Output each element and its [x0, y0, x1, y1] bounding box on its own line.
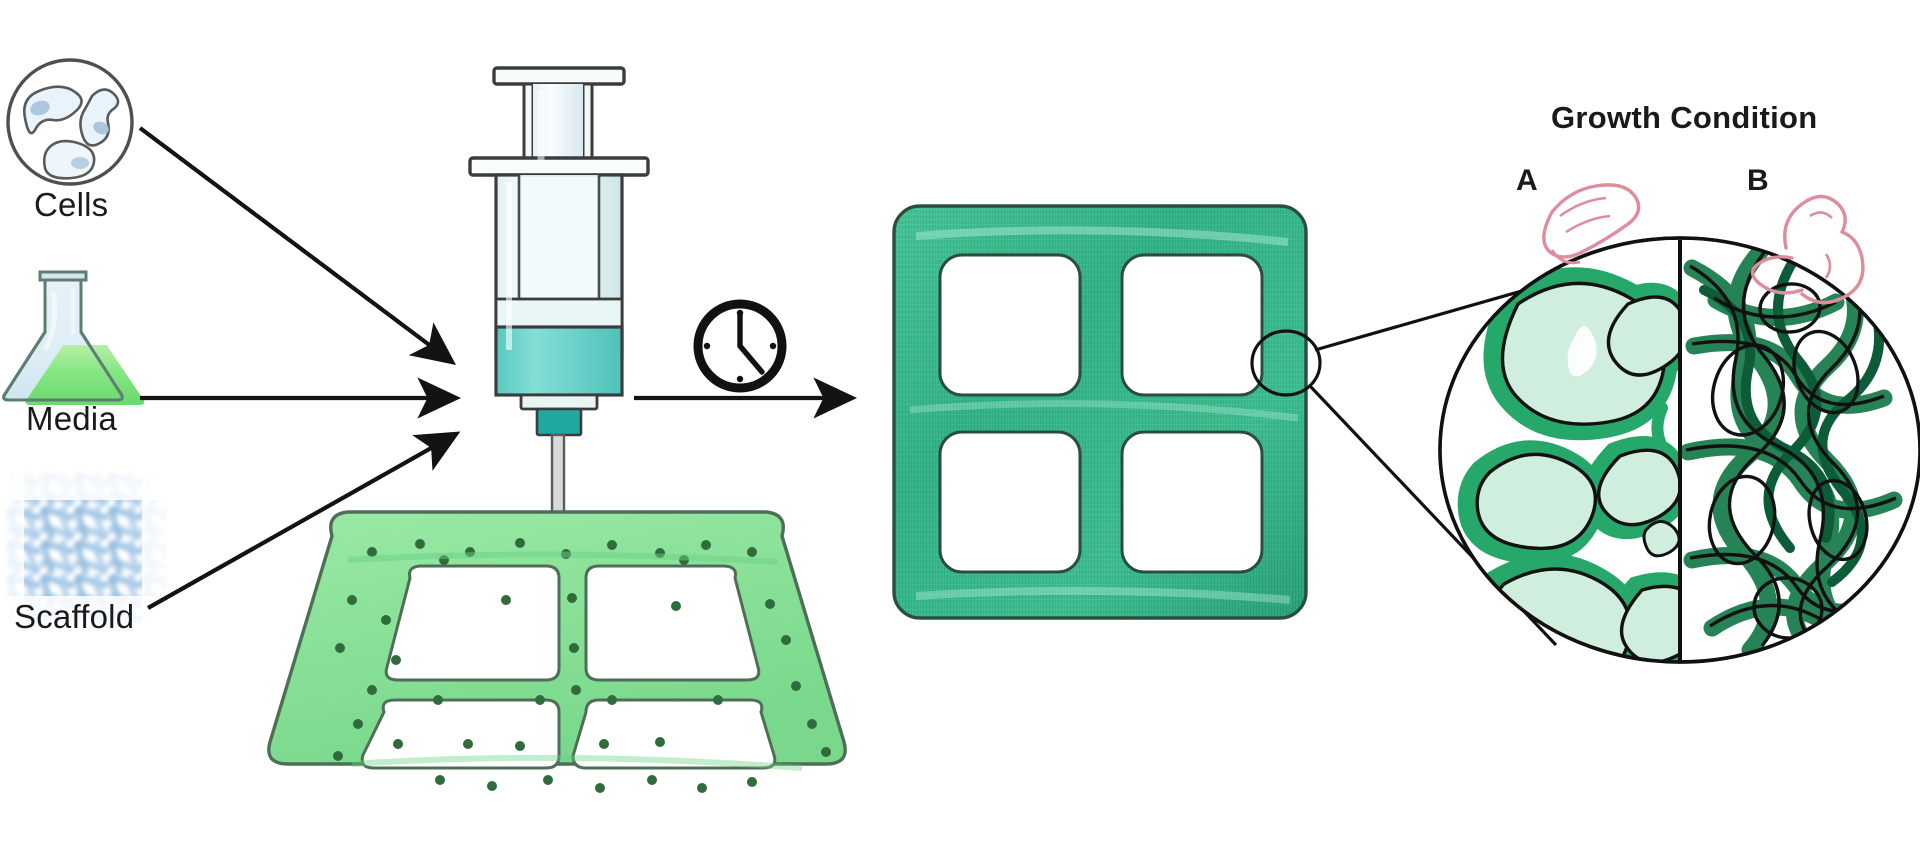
magnified-inset-circle — [1438, 236, 1920, 664]
arrow-cells-to-syringe — [138, 126, 457, 366]
label-cells: Cells — [34, 186, 109, 223]
label-media: Media — [26, 400, 117, 437]
arrow-scaffold-to-syringe — [146, 431, 461, 610]
clock-icon — [693, 299, 787, 393]
condition-a-label: A — [1516, 164, 1538, 197]
mesh-scaffold-icon — [0, 466, 176, 632]
inset-half-b — [1680, 240, 1920, 660]
seeded-scaffold — [267, 510, 847, 793]
flexed-bicep-icon — [1750, 194, 1865, 305]
condition-b-label: B — [1747, 164, 1769, 197]
erlenmeyer-flask-icon — [2, 270, 145, 405]
seeded-cell-dots — [333, 538, 831, 793]
growth-condition-heading: Growth Condition — [1551, 100, 1818, 135]
syringe-icon — [468, 66, 650, 555]
cultured-scaffold — [892, 204, 1308, 620]
weak-arm-icon — [1542, 183, 1641, 265]
label-scaffold: Scaffold — [14, 598, 135, 635]
cells-circle-icon — [6, 58, 134, 186]
